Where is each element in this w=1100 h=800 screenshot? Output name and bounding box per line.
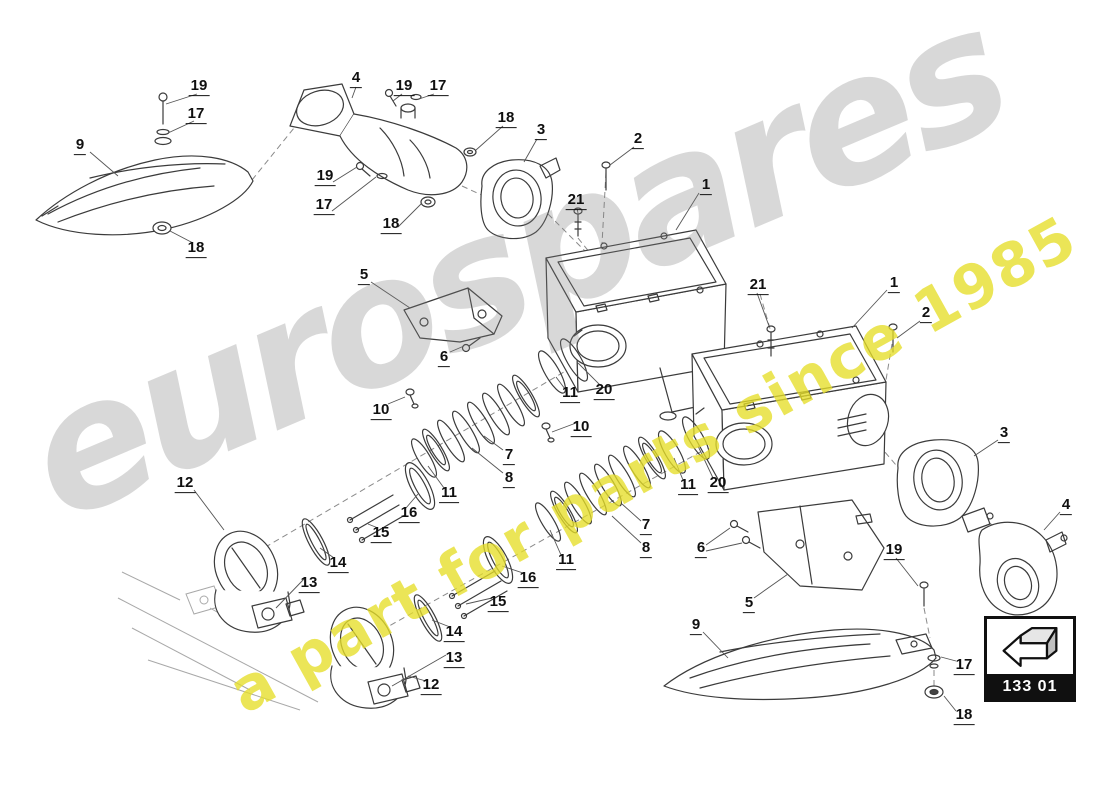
part-callout: 17 xyxy=(185,105,207,124)
part-callout: 16 xyxy=(517,569,539,588)
clamps-right-outlet xyxy=(657,407,711,474)
part-callout: 12 xyxy=(420,676,442,695)
part-callout: 14 xyxy=(443,623,465,642)
bracket-right xyxy=(757,499,885,591)
part-callout: 20 xyxy=(707,474,729,493)
part-callout: 19 xyxy=(188,77,210,96)
part-callout: 21 xyxy=(747,276,769,295)
throttle-body-upper xyxy=(213,462,436,633)
part-callout: 4 xyxy=(1059,496,1073,515)
part-callout: 5 xyxy=(742,594,756,613)
part-callout: 2 xyxy=(919,304,933,323)
clamp-11-lower-right xyxy=(534,502,562,542)
part-callout: 12 xyxy=(174,474,196,493)
intake-duct-bottom xyxy=(663,628,937,701)
part-callout: 11 xyxy=(678,476,698,495)
elbow-duct-right xyxy=(978,521,1068,616)
intake-pipe xyxy=(289,83,468,196)
part-callout: 6 xyxy=(437,348,451,367)
part-callout: 13 xyxy=(298,574,320,593)
throttle-body-lower xyxy=(329,536,514,709)
bolt-10-right xyxy=(541,422,555,443)
part-callout: 15 xyxy=(487,593,509,612)
part-callout: 3 xyxy=(997,424,1011,443)
part-callout: 6 xyxy=(694,539,708,558)
part-callout: 20 xyxy=(593,381,615,400)
duct-adapter-upper xyxy=(463,147,561,240)
fasteners-duct-bottom xyxy=(919,581,944,699)
clamp-11-lower-left xyxy=(410,438,438,478)
part-callout: 19 xyxy=(883,541,905,560)
part-callout: 7 xyxy=(502,446,516,465)
part-callout: 16 xyxy=(398,504,420,523)
part-callout: 17 xyxy=(313,196,335,215)
part-callout: 8 xyxy=(639,539,653,558)
direction-arrow-icon xyxy=(987,619,1073,674)
part-callout: 2 xyxy=(631,130,645,149)
fastener-screw-19-topleft xyxy=(154,92,172,146)
part-callout: 15 xyxy=(370,524,392,543)
part-callout: 9 xyxy=(689,616,703,635)
screw-21-right xyxy=(766,325,776,357)
bracket-left xyxy=(403,287,503,343)
screw-21-left xyxy=(573,207,583,237)
air-cleaner-housing-right xyxy=(691,325,890,491)
screw-2-right xyxy=(888,323,898,353)
part-callout: 1 xyxy=(887,274,901,293)
part-callout: 8 xyxy=(502,469,516,488)
air-cleaner-housing-left xyxy=(545,229,727,421)
part-callout: 17 xyxy=(427,77,449,96)
part-callout: 10 xyxy=(570,418,592,437)
duct-adapter-right xyxy=(896,439,994,533)
intake-duct-left xyxy=(35,155,254,236)
part-callout: 19 xyxy=(393,77,415,96)
grommet-18-topleft xyxy=(152,221,172,235)
part-callout: 18 xyxy=(495,109,517,128)
diagram-code: 133 01 xyxy=(987,674,1073,699)
part-callout: 7 xyxy=(639,516,653,535)
part-callout: 18 xyxy=(380,215,402,234)
screw-6-left xyxy=(461,337,481,353)
part-callout: 11 xyxy=(439,484,459,503)
part-callout: 9 xyxy=(73,136,87,155)
part-callout: 14 xyxy=(327,554,349,573)
bolt-10-left xyxy=(405,388,419,409)
part-callout: 10 xyxy=(370,401,392,420)
part-callout: 19 xyxy=(314,167,336,186)
diagram-code-box: 133 01 xyxy=(984,616,1076,702)
bellows-hose-lower xyxy=(550,436,666,534)
part-callout: 11 xyxy=(556,551,576,570)
part-callout: 1 xyxy=(699,176,713,195)
part-callout: 18 xyxy=(953,706,975,725)
screws-6-right xyxy=(729,519,761,549)
part-callout: 18 xyxy=(185,239,207,258)
part-callout: 21 xyxy=(565,191,587,210)
part-callout: 11 xyxy=(560,384,580,403)
part-callout: 17 xyxy=(953,656,975,675)
part-callout: 13 xyxy=(443,649,465,668)
part-callout: 5 xyxy=(357,266,371,285)
part-callout: 3 xyxy=(534,121,548,140)
clamps-left-outlet xyxy=(537,329,589,394)
part-callout: 4 xyxy=(349,69,363,88)
